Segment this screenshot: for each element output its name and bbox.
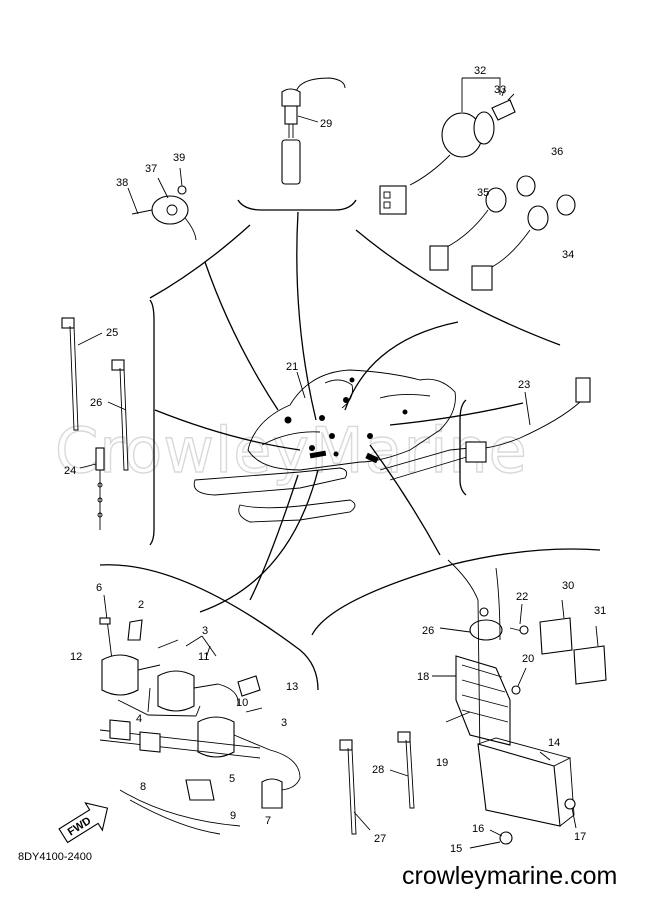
right-small-parts bbox=[469, 603, 577, 849]
part-26-cable-tie bbox=[107, 359, 129, 471]
fwd-badge: FWD bbox=[58, 802, 109, 844]
callout-30: 30 bbox=[562, 580, 574, 592]
part-14-control-unit bbox=[477, 737, 575, 827]
callout-38: 38 bbox=[116, 177, 128, 189]
callout-26: 26 bbox=[90, 397, 102, 409]
callout-19: 19 bbox=[436, 757, 448, 769]
part-23-harness bbox=[465, 377, 591, 463]
callout-13: 13 bbox=[286, 681, 298, 693]
part-32-key-switch bbox=[379, 77, 516, 215]
site-url[interactable]: crowleymarine.com bbox=[402, 862, 618, 890]
part-24-clip bbox=[79, 447, 105, 530]
part-27-cable-tie bbox=[339, 739, 371, 835]
callout-29: 29 bbox=[320, 118, 332, 130]
part-35-switch bbox=[429, 175, 536, 271]
callout-27: 27 bbox=[374, 833, 386, 845]
part-37-bracket bbox=[127, 167, 197, 241]
callout-18: 18 bbox=[417, 671, 429, 683]
callout-14: 14 bbox=[548, 737, 560, 749]
callout-34: 34 bbox=[562, 249, 574, 261]
callout-labels: 6 2 3 12 11 13 10 4 3 5 8 7 9 29 32 33 3… bbox=[64, 65, 606, 855]
callout-36: 36 bbox=[551, 146, 563, 158]
callout-15: 15 bbox=[450, 843, 462, 855]
callout-35: 35 bbox=[477, 187, 489, 199]
callout-24: 24 bbox=[64, 465, 76, 477]
callout-21: 21 bbox=[286, 361, 298, 373]
callout-32: 32 bbox=[474, 65, 486, 77]
callout-10: 10 bbox=[236, 697, 248, 709]
callout-9: 9 bbox=[230, 810, 236, 822]
part-29-sensor bbox=[281, 77, 346, 185]
diagram-code: 8DY4100-2400 bbox=[18, 851, 93, 863]
part-18-rectifier bbox=[432, 655, 511, 746]
callout-3: 3 bbox=[202, 625, 208, 637]
callout-31: 31 bbox=[594, 605, 606, 617]
callout-33: 33 bbox=[494, 84, 506, 96]
callout-17: 17 bbox=[574, 831, 586, 843]
part-34-switch bbox=[471, 194, 576, 291]
callout-26b: 26 bbox=[422, 625, 434, 637]
part-31-cover bbox=[573, 625, 607, 685]
callout-25: 25 bbox=[106, 327, 118, 339]
ignition-coil-group bbox=[99, 594, 301, 835]
callout-12: 12 bbox=[70, 651, 82, 663]
callout-37: 37 bbox=[145, 163, 157, 175]
callout-4: 4 bbox=[136, 713, 142, 725]
region-frames bbox=[99, 199, 601, 691]
callout-7: 7 bbox=[265, 815, 271, 827]
part-30-cover bbox=[539, 599, 573, 655]
part-28-cable-tie bbox=[389, 731, 415, 809]
callout-5: 5 bbox=[229, 773, 235, 785]
callout-23: 23 bbox=[518, 379, 530, 391]
callout-6: 6 bbox=[96, 582, 102, 594]
callout-28: 28 bbox=[372, 764, 384, 776]
callout-8: 8 bbox=[140, 781, 146, 793]
callout-22: 22 bbox=[516, 591, 528, 603]
part-25-cable-tie bbox=[61, 317, 103, 431]
callout-39: 39 bbox=[173, 152, 185, 164]
part-26-bracket-right bbox=[439, 559, 503, 761]
leader-curves bbox=[154, 211, 524, 613]
callout-20: 20 bbox=[522, 653, 534, 665]
callout-16: 16 bbox=[472, 823, 484, 835]
callout-3b: 3 bbox=[281, 717, 287, 729]
callout-2: 2 bbox=[138, 599, 144, 611]
callout-11: 11 bbox=[198, 651, 209, 663]
